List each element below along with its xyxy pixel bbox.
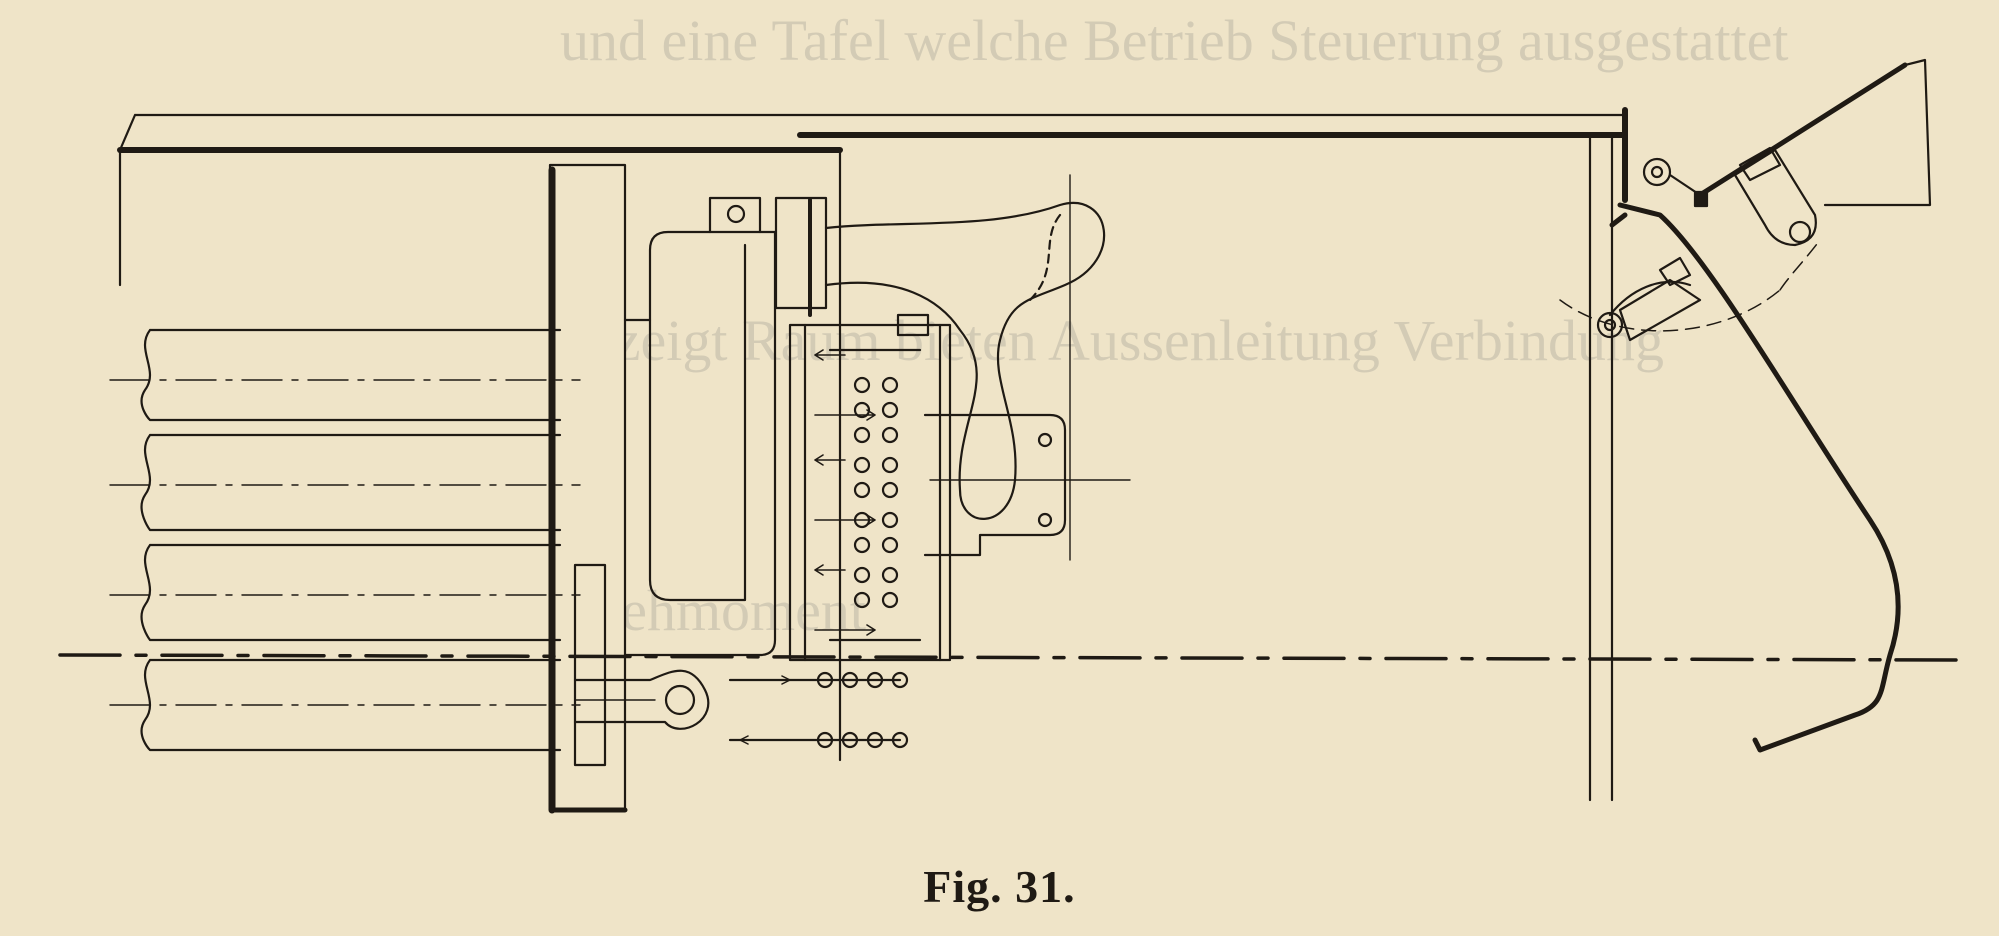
center-axis-line xyxy=(58,653,1967,662)
junction-housing xyxy=(623,174,1131,657)
drawing-lines xyxy=(58,58,1967,814)
flange xyxy=(774,196,828,310)
bolt xyxy=(1037,512,1053,528)
cable-4 xyxy=(140,658,562,752)
swing-arc xyxy=(1559,289,1781,332)
housing-outline xyxy=(623,230,777,657)
mounting-plate xyxy=(923,413,1067,557)
bushing xyxy=(573,563,607,767)
outlet-duct xyxy=(824,201,1106,520)
eye-connector xyxy=(573,563,909,767)
current-arrows xyxy=(814,349,876,636)
upper-arm-frame xyxy=(1698,58,1932,207)
housing-lug xyxy=(708,196,762,234)
cable-2 xyxy=(140,433,562,532)
bleed-line-1: und eine Tafel welche Betrieb Steuerung … xyxy=(560,8,1789,73)
terminal-block xyxy=(788,313,952,662)
top-cover-plate xyxy=(118,113,1627,287)
bolt xyxy=(1037,432,1053,448)
terminal-nut xyxy=(896,313,930,337)
bleed-line-2: gezeigt Raum bieten Aussenleitung Verbin… xyxy=(560,308,1664,373)
terminal-screws xyxy=(853,376,899,609)
cable-3 xyxy=(140,543,562,642)
door-leaf xyxy=(1617,202,1901,753)
terminal-frame xyxy=(788,323,952,662)
bulkhead-plate xyxy=(548,163,627,812)
housing-inner xyxy=(648,243,747,602)
figure-caption: Fig. 31. xyxy=(923,861,1076,912)
cable-1 xyxy=(140,328,562,422)
pivot-upper xyxy=(1642,157,1672,187)
lower-link xyxy=(1618,278,1702,342)
cable-bundle xyxy=(109,328,581,752)
upper-link xyxy=(1733,148,1817,247)
door-mechanism xyxy=(1559,58,1932,753)
pivot-lower xyxy=(1596,311,1624,339)
